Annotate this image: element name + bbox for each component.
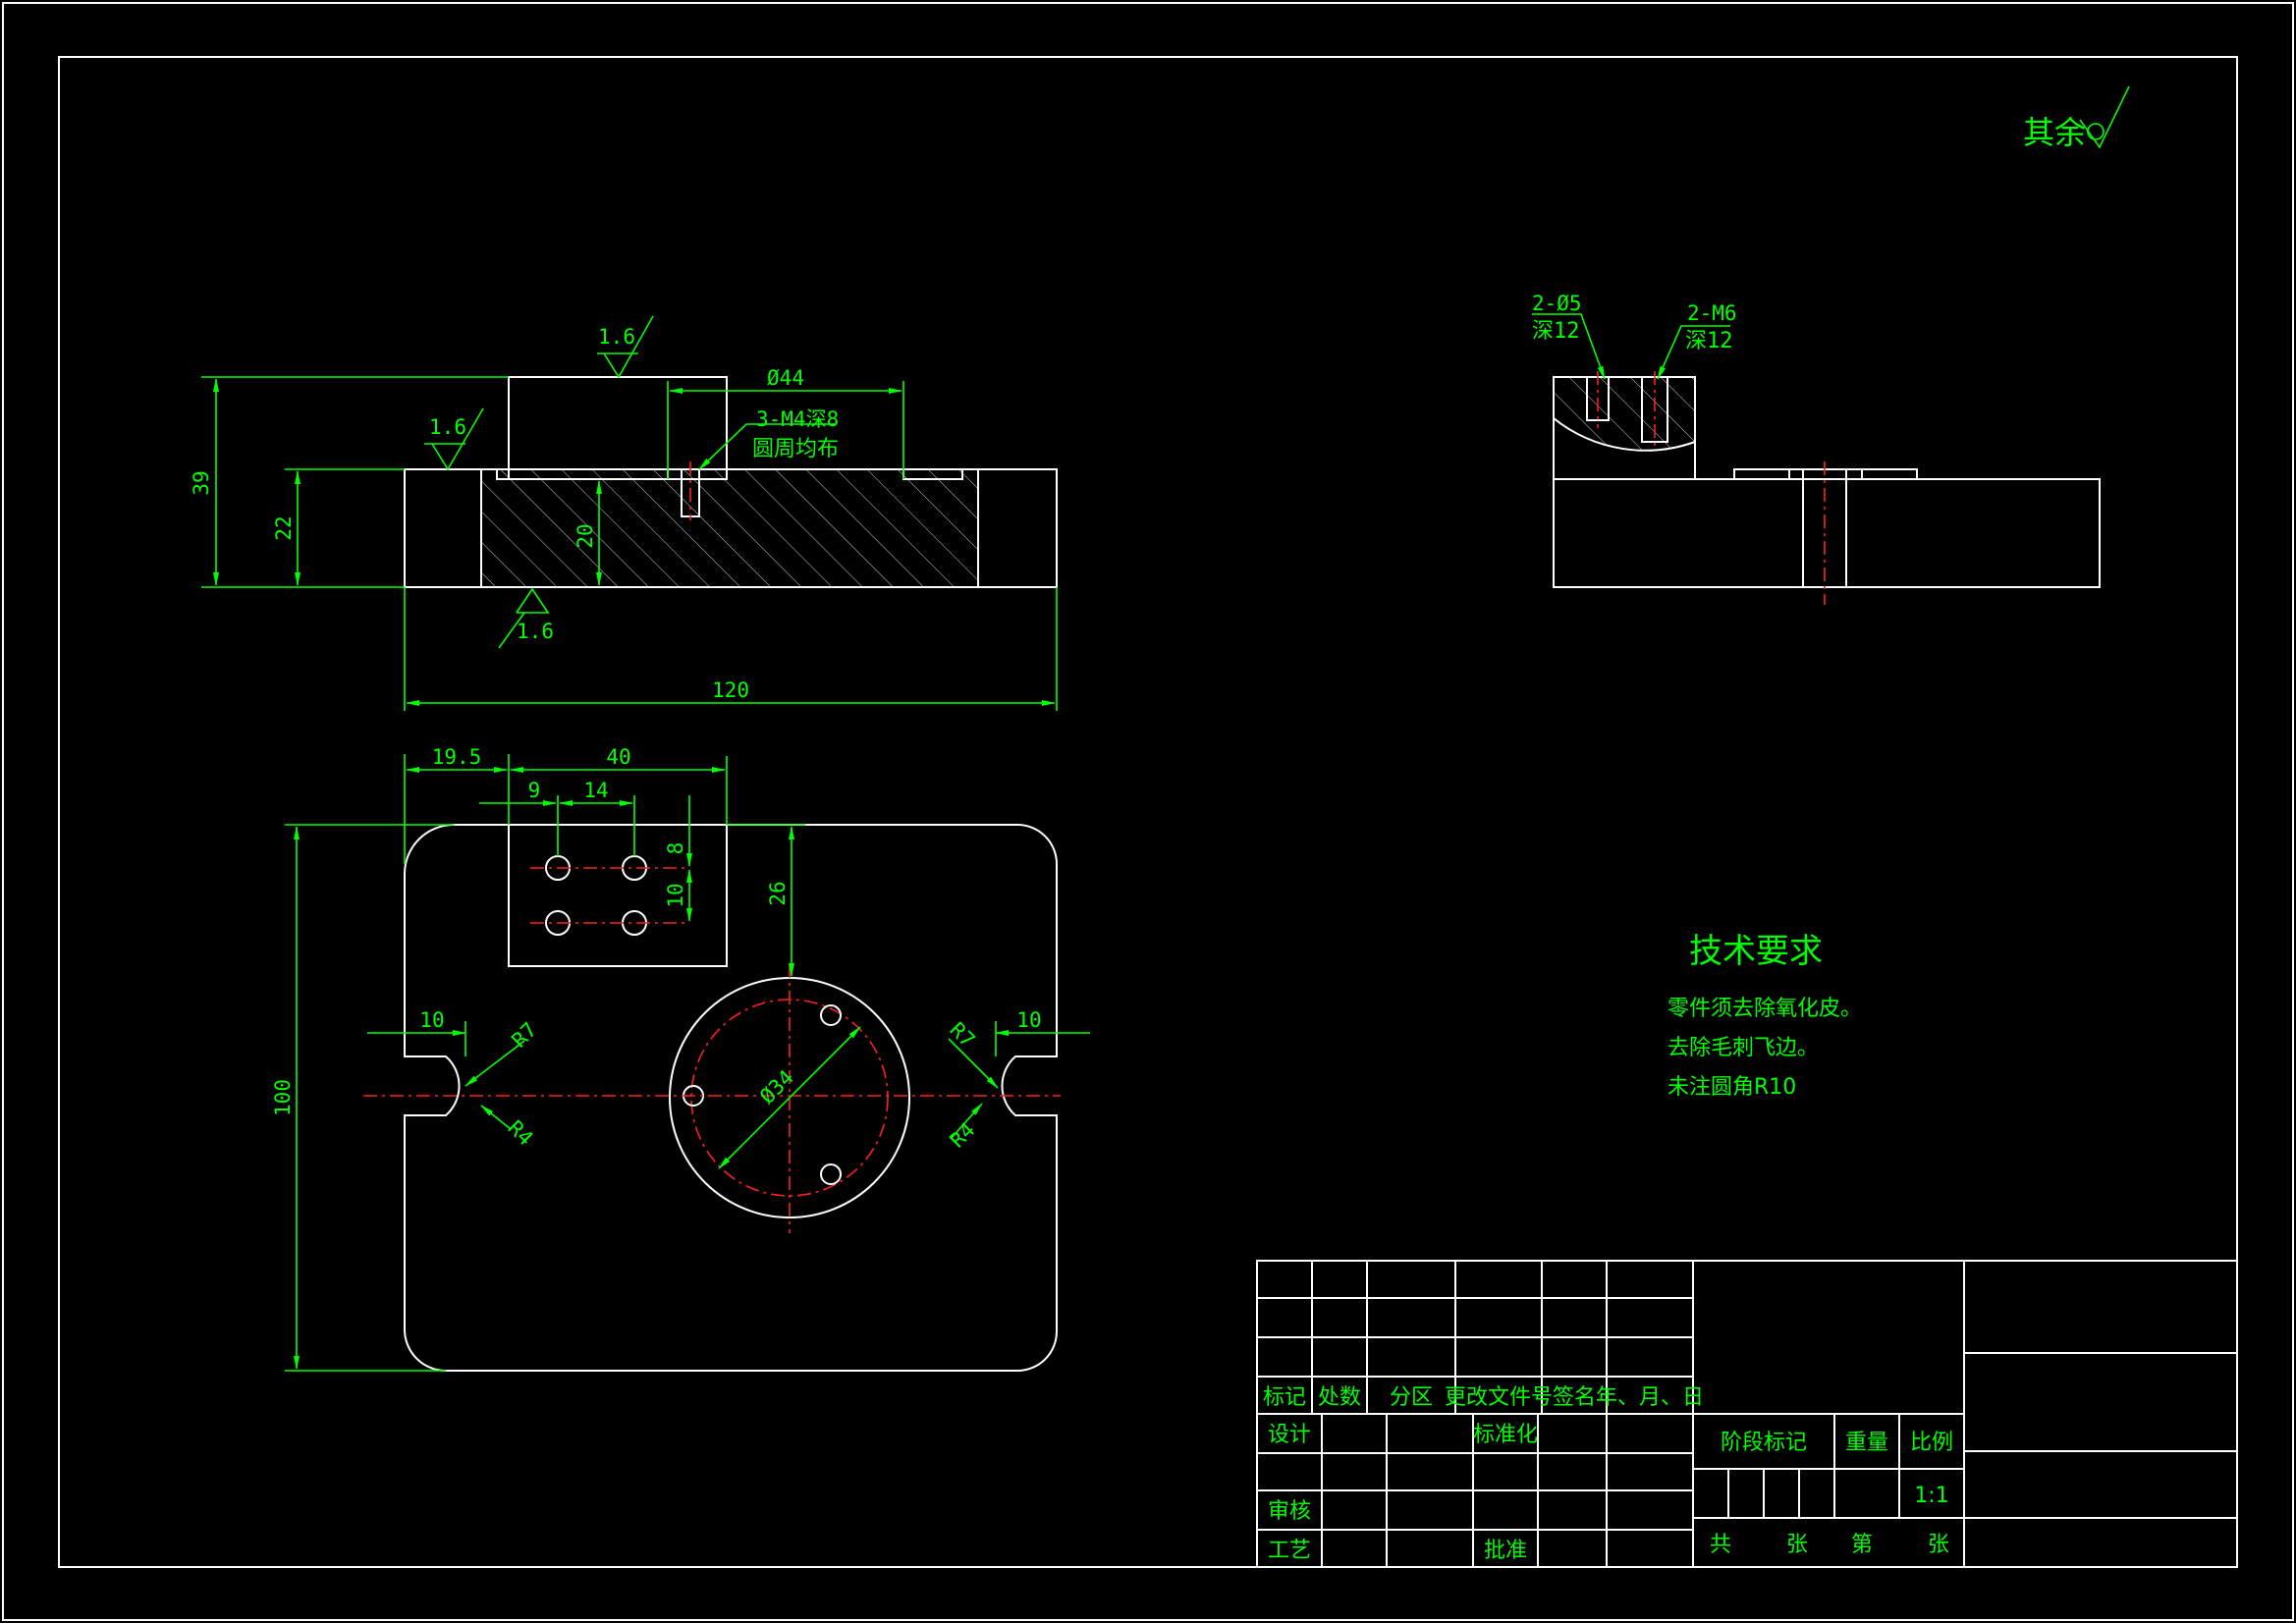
tb-mark: 标记 <box>1263 1385 1306 1410</box>
tb-approve: 批准 <box>1484 1539 1527 1563</box>
dim-9-text: 9 <box>528 779 541 802</box>
tech-requirements: 技术要求 零件须去除氧化皮。 去除毛刺飞边。 未注圆角R10 <box>1667 932 1862 1100</box>
dim-r7-right-text: R7 <box>945 1018 979 1053</box>
dim-r7-left-leader <box>465 1040 525 1087</box>
boss-hole-1 <box>820 1004 842 1026</box>
dim-22-text: 22 <box>272 515 296 540</box>
side-leader-d5 <box>1532 313 1606 380</box>
tb-scale-value: 1:1 <box>1914 1484 1948 1508</box>
dim-r4-left-text: R4 <box>503 1116 537 1151</box>
dim-26-text: 26 <box>766 881 790 905</box>
dim-r7-right-leader <box>948 1038 999 1089</box>
dim-34-line <box>718 1026 861 1169</box>
finish-symbol-top <box>603 315 654 379</box>
tb-sheet2: 张 <box>1928 1533 1949 1557</box>
finish-value-bottom: 1.6 <box>517 620 554 643</box>
block-plan-outline <box>508 824 728 967</box>
dim-39-text: 39 <box>190 470 213 495</box>
tb-scale: 比例 <box>1910 1431 1953 1455</box>
tb-zone: 分区 <box>1390 1385 1433 1410</box>
side-hole-note-1: 2-Ø5 <box>1532 292 1582 315</box>
tb-design: 设计 <box>1268 1423 1311 1447</box>
finish-value-left: 1.6 <box>429 415 466 439</box>
side-section-hatch <box>1554 377 1695 451</box>
plate-contour <box>404 824 1058 1372</box>
side-boss-step-right <box>1861 468 1918 480</box>
side-thread-note-2: 深12 <box>1685 329 1733 353</box>
side-view: 2-Ø5 深12 2-M6 深12 <box>1532 292 2101 605</box>
side-hole-note-2: 深12 <box>1532 319 1580 344</box>
dim-r4-right-text: R4 <box>946 1118 980 1153</box>
dim-120-text: 120 <box>712 678 749 702</box>
tb-total: 共 <box>1710 1533 1731 1557</box>
dim-44-text: Ø44 <box>767 366 804 390</box>
dim-34-text: Ø34 <box>755 1065 798 1109</box>
other-finish-note: 其余 <box>2023 85 2130 151</box>
base-plate-outline <box>404 468 1058 588</box>
tb-standardize: 标准化 <box>1473 1423 1538 1447</box>
tb-change-doc: 更改文件号 <box>1445 1385 1553 1410</box>
side-base-outline <box>1553 478 2101 588</box>
front-section-hatch <box>481 469 978 587</box>
dim-r7-left-text: R7 <box>508 1018 542 1053</box>
dim-10-text: 10 <box>664 883 687 907</box>
side-boss-step-left <box>1733 468 1790 480</box>
thread-note-1: 3-M4深8 <box>756 407 839 431</box>
dim-14-text: 14 <box>583 779 608 802</box>
dim-100-text: 100 <box>271 1079 295 1116</box>
side-leader-m6 <box>1657 325 1730 380</box>
dim-slot-left-text: 10 <box>419 1008 444 1032</box>
boss-hole-3 <box>820 1163 842 1185</box>
dim-r4-left-leader <box>480 1105 512 1130</box>
finish-symbol-left <box>431 407 484 471</box>
dim-8-text: 8 <box>664 842 687 855</box>
tech-req-item-2: 去除毛刺飞边。 <box>1667 1036 1819 1060</box>
tech-req-title: 技术要求 <box>1689 932 1823 971</box>
tb-count: 处数 <box>1318 1385 1361 1410</box>
finish-bottom-leg <box>498 612 525 649</box>
finish-value-top: 1.6 <box>598 325 635 349</box>
tb-process: 工艺 <box>1268 1539 1311 1563</box>
other-finish-circle <box>2087 123 2105 140</box>
dim-20-text: 20 <box>574 523 597 548</box>
side-thread-note-1: 2-M6 <box>1687 301 1737 325</box>
other-finish-symbol <box>2079 85 2130 149</box>
plan-view: Ø34 19.5 40 9 14 8 10 26 100 10 R7 <box>271 745 1090 1372</box>
dim-r4-right-leader <box>950 1103 983 1140</box>
thread-note-2: 圆周均布 <box>752 437 839 461</box>
side-arc <box>1553 417 1696 452</box>
finish-symbol-bottom <box>516 587 550 614</box>
other-finish-label: 其余 <box>2023 114 2086 151</box>
tb-review: 审核 <box>1268 1499 1311 1524</box>
tech-req-item-1: 零件须去除氧化皮。 <box>1667 997 1862 1021</box>
tb-stage-mark: 阶段标记 <box>1721 1431 1807 1455</box>
title-block: 标记 处数 分区 更改文件号 签名 年、月、日 设计 标准化 审核 工艺 批准 … <box>1256 1260 2238 1568</box>
dim-19-5-text: 19.5 <box>432 745 482 769</box>
tb-sheet: 张 <box>1786 1533 1808 1557</box>
dim-40-text: 40 <box>606 745 630 769</box>
tb-weight: 重量 <box>1845 1431 1888 1455</box>
tb-date: 年、月、日 <box>1596 1385 1704 1410</box>
tb-signature: 签名 <box>1553 1385 1596 1410</box>
tech-req-item-3: 未注圆角R10 <box>1667 1075 1796 1100</box>
dim-slot-right-text: 10 <box>1016 1008 1041 1032</box>
thread-leader <box>698 423 835 470</box>
tb-number: 第 <box>1851 1533 1873 1557</box>
upper-block-outline <box>508 376 728 480</box>
sheet-inner-frame <box>58 56 2238 1568</box>
front-view: 39 22 20 Ø44 3-M4深8 圆周均布 120 1.6 1.6 1 <box>190 315 1058 711</box>
